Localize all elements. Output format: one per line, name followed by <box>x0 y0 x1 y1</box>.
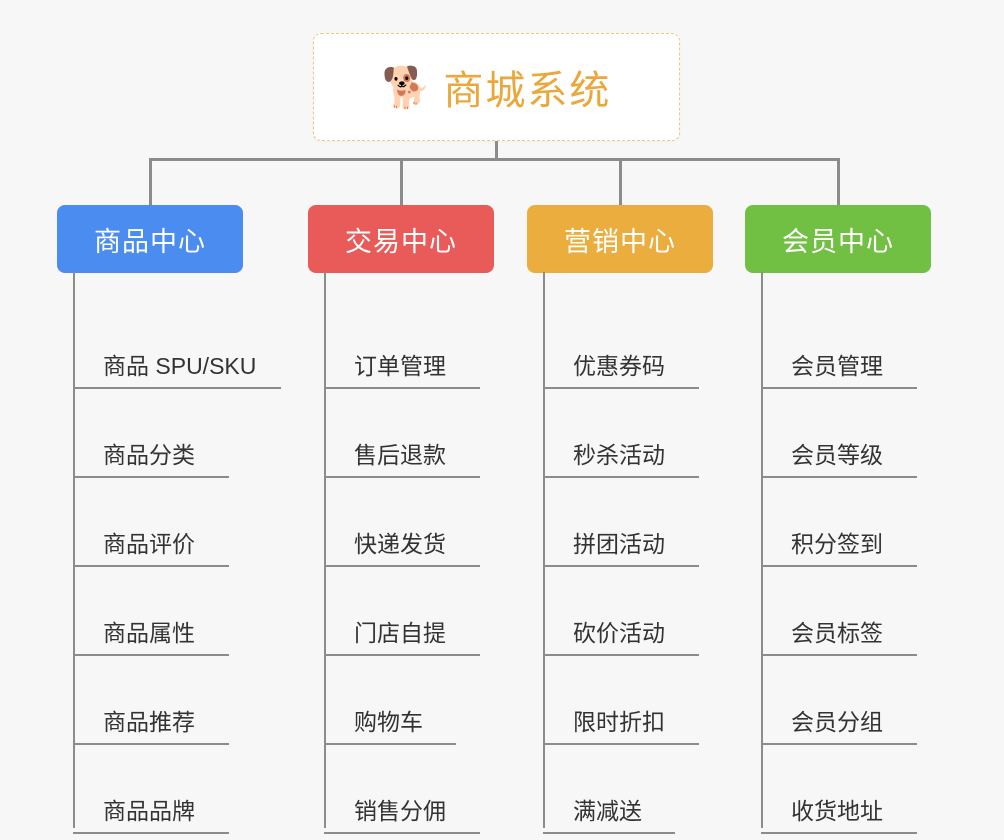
leaf-item[interactable]: 收货地址 <box>761 796 917 834</box>
leaf-label: 会员标签 <box>791 620 883 646</box>
leaf-label: 秒杀活动 <box>573 442 665 468</box>
leaf-label: 会员等级 <box>791 442 883 468</box>
leaf-item[interactable]: 订单管理 <box>324 351 480 389</box>
leaf-label: 积分签到 <box>791 531 883 557</box>
leaf-label: 会员分组 <box>791 709 883 735</box>
category-box-trade-center[interactable]: 交易中心 <box>308 205 494 273</box>
leaf-item[interactable]: 砍价活动 <box>543 618 699 656</box>
root-title: 商城系统 <box>443 69 612 113</box>
leaf-spine-product-center <box>73 272 75 828</box>
leaf-label: 收货地址 <box>791 798 883 824</box>
drop-line-product-center <box>149 158 152 205</box>
leaf-label: 商品分类 <box>103 442 195 468</box>
leaf-label: 优惠券码 <box>573 353 665 379</box>
category-box-product-center[interactable]: 商品中心 <box>57 205 243 273</box>
leaf-item[interactable]: 会员等级 <box>761 440 917 478</box>
root-node[interactable]: 🐕 商城系统 <box>313 33 680 141</box>
category-box-marketing-center[interactable]: 营销中心 <box>527 205 713 273</box>
leaf-label: 快递发货 <box>354 531 446 557</box>
leaf-item[interactable]: 限时折扣 <box>543 707 699 745</box>
root-stem-line <box>495 141 498 158</box>
leaf-label: 商品品牌 <box>103 798 195 824</box>
leaf-label: 满减送 <box>573 798 642 824</box>
leaf-label: 砍价活动 <box>573 620 665 646</box>
leaf-item[interactable]: 优惠券码 <box>543 351 699 389</box>
leaf-item[interactable]: 拼团活动 <box>543 529 699 567</box>
leaf-label: 会员管理 <box>791 353 883 379</box>
leaf-item[interactable]: 购物车 <box>324 707 456 745</box>
leaf-item[interactable]: 商品推荐 <box>73 707 229 745</box>
leaf-label: 销售分佣 <box>354 798 446 824</box>
category-box-member-center[interactable]: 会员中心 <box>745 205 931 273</box>
horizontal-bus-line <box>150 158 838 161</box>
leaf-item[interactable]: 会员管理 <box>761 351 917 389</box>
leaf-item[interactable]: 会员标签 <box>761 618 917 656</box>
leaf-label: 售后退款 <box>354 442 446 468</box>
category-label: 会员中心 <box>782 226 894 257</box>
category-label: 营销中心 <box>564 226 676 257</box>
leaf-item[interactable]: 秒杀活动 <box>543 440 699 478</box>
leaf-item[interactable]: 门店自提 <box>324 618 480 656</box>
leaf-item[interactable]: 商品分类 <box>73 440 229 478</box>
leaf-item[interactable]: 快递发货 <box>324 529 480 567</box>
leaf-item[interactable]: 商品品牌 <box>73 796 229 834</box>
leaf-spine-trade-center <box>324 272 326 828</box>
category-label: 交易中心 <box>345 226 457 257</box>
leaf-spine-marketing-center <box>543 272 545 828</box>
leaf-item[interactable]: 销售分佣 <box>324 796 480 834</box>
drop-line-member-center <box>837 158 840 205</box>
leaf-label: 门店自提 <box>354 620 446 646</box>
leaf-label: 订单管理 <box>354 353 446 379</box>
leaf-item[interactable]: 商品评价 <box>73 529 229 567</box>
leaf-label: 商品评价 <box>103 531 195 557</box>
leaf-label: 商品推荐 <box>103 709 195 735</box>
leaf-item[interactable]: 积分签到 <box>761 529 917 567</box>
category-label: 商品中心 <box>94 226 206 257</box>
leaf-item[interactable]: 满减送 <box>543 796 675 834</box>
leaf-label: 购物车 <box>354 709 423 735</box>
leaf-label: 商品属性 <box>103 620 195 646</box>
leaf-item[interactable]: 售后退款 <box>324 440 480 478</box>
shiba-dog-face-icon: 🐕 <box>381 66 432 110</box>
leaf-label: 拼团活动 <box>573 531 665 557</box>
leaf-item[interactable]: 商品属性 <box>73 618 229 656</box>
drop-line-trade-center <box>400 158 403 205</box>
leaf-spine-member-center <box>761 272 763 828</box>
leaf-label: 商品 SPU/SKU <box>103 353 257 379</box>
leaf-item[interactable]: 会员分组 <box>761 707 917 745</box>
drop-line-marketing-center <box>619 158 622 205</box>
leaf-item[interactable]: 商品 SPU/SKU <box>73 351 281 389</box>
leaf-label: 限时折扣 <box>573 709 665 735</box>
